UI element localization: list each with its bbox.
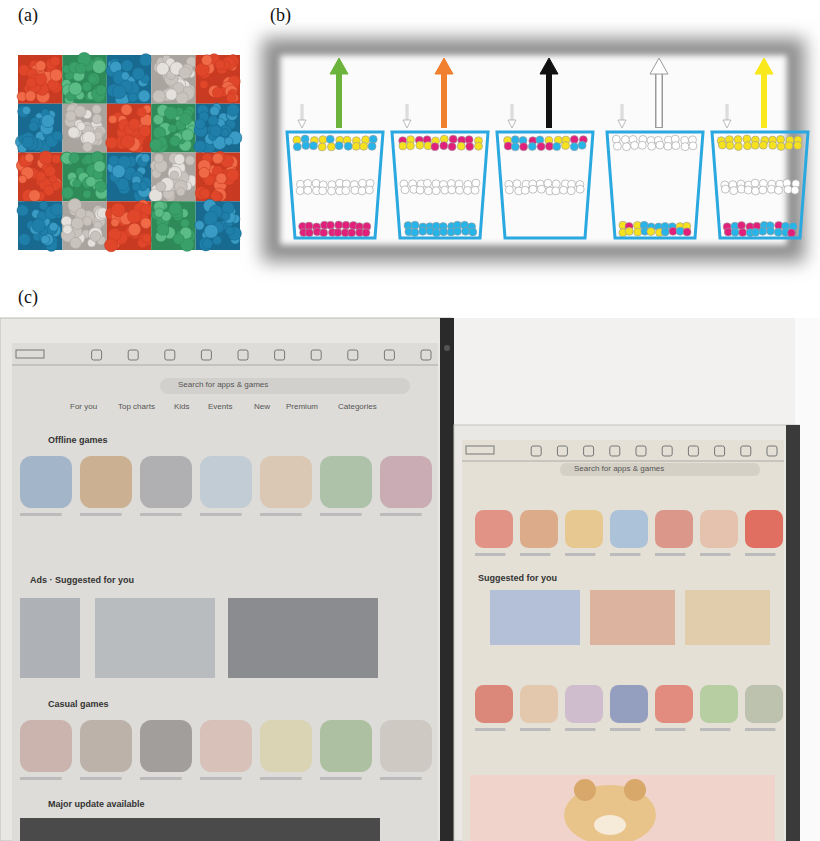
screen-heading: Major update available <box>48 800 145 810</box>
screen-text: For you <box>70 403 97 412</box>
screen-text: Categories <box>338 403 377 412</box>
screen-heading: Suggested for you <box>478 574 557 584</box>
device-photo <box>0 318 820 841</box>
panel-label: (a) <box>18 6 38 26</box>
screen-heading: Casual games <box>48 700 109 710</box>
filter-mosaic <box>15 52 241 251</box>
screen-text: Search for apps & games <box>178 381 268 390</box>
screen-text: Search for apps & games <box>574 465 664 474</box>
particle-cells <box>262 38 808 262</box>
screen-text: Events <box>208 403 232 412</box>
screen-text: New <box>254 403 270 412</box>
screen-text: Kids <box>174 403 190 412</box>
screen-text: Premium <box>286 403 318 412</box>
screen-heading: Offline games <box>48 436 108 446</box>
screen-heading: Ads · Suggested for you <box>30 576 134 586</box>
screen-text: Top charts <box>118 403 155 412</box>
panel-label: (b) <box>270 6 291 26</box>
panel-label: (c) <box>18 288 38 308</box>
